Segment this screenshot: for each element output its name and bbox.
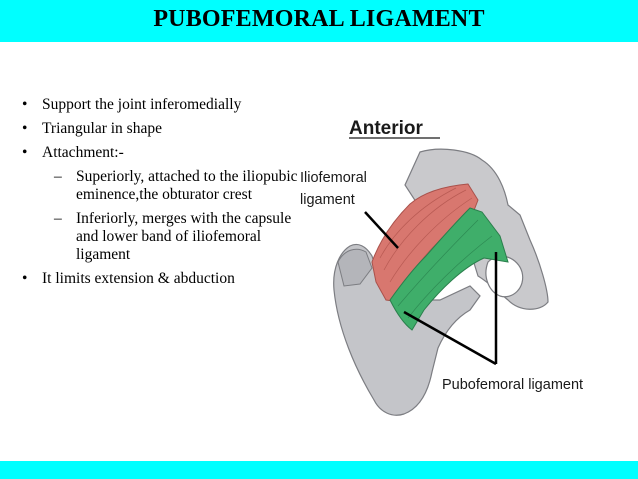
bullet-item: • Support the joint inferomedially — [22, 96, 302, 114]
sub-bullet-item: – Superiorly, attached to the iliopubic … — [22, 168, 302, 204]
obturator-foramen — [485, 255, 524, 298]
slide-title: PUBOFEMORAL LIGAMENT — [153, 6, 485, 32]
bullet-text: Attachment:- — [42, 144, 124, 161]
bullet-text: Support the joint inferomedially — [42, 96, 242, 113]
hip-ligament-illustration: Anterior Iliofemoral ligament Pubofemora… — [300, 118, 583, 416]
sub-bullet-text: Inferiorly, merges with the capsule and … — [76, 210, 292, 263]
bottom-bar — [0, 461, 638, 479]
title-bar — [0, 0, 638, 42]
bullet-item: • It limits extension & abduction — [22, 270, 302, 288]
dash-glyph: – — [54, 210, 62, 227]
dash-glyph: – — [54, 168, 62, 185]
bullet-item: • Triangular in shape — [22, 120, 302, 138]
sub-bullet-text: Superiorly, attached to the iliopubic em… — [76, 168, 298, 203]
pubofemoral-leader-line-1 — [403, 310, 497, 366]
iliofemoral-leader-line — [364, 211, 399, 249]
bullet-glyph: • — [22, 144, 28, 161]
bullet-text: Triangular in shape — [42, 120, 162, 137]
pubofemoral-ligament — [389, 207, 509, 331]
pubofemoral-label: Pubofemoral ligament — [442, 377, 583, 393]
iliofemoral-label-line2: ligament — [300, 192, 355, 208]
bullet-glyph: • — [22, 270, 28, 287]
iliofemoral-label-line1: Iliofemoral — [300, 170, 367, 186]
sub-bullet-item: – Inferiorly, merges with the capsule an… — [22, 210, 302, 264]
figure-heading: Anterior — [349, 118, 424, 139]
pubofemoral-fibers — [397, 219, 493, 319]
bullet-glyph: • — [22, 120, 28, 137]
bullet-glyph: • — [22, 96, 28, 113]
bullet-text: It limits extension & abduction — [42, 270, 235, 287]
bullet-list: • Support the joint inferomedially • Tri… — [22, 96, 302, 294]
bullet-item: • Attachment:- — [22, 144, 302, 162]
greater-trochanter — [337, 248, 373, 287]
